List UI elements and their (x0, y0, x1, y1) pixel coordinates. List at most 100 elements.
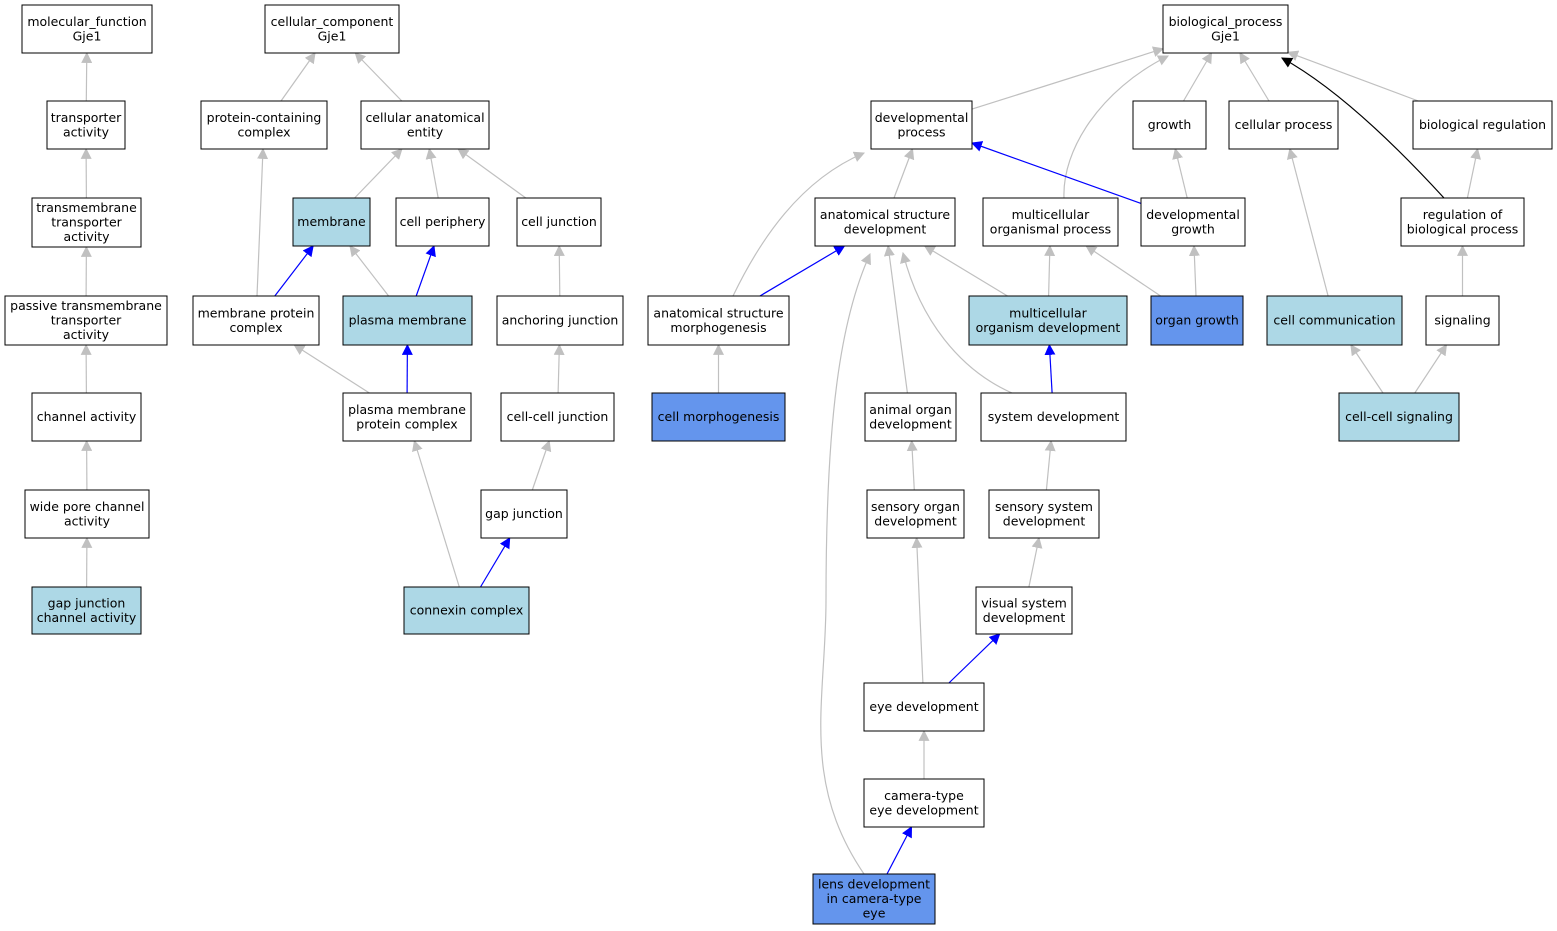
edge-anchoring-to-celljunction (553, 244, 565, 297)
node-box-mcorgdev (968, 295, 1128, 346)
node-label-bp-1: Gje1 (1211, 28, 1240, 43)
node-box-passive (4, 295, 168, 346)
node-periphery: cell periphery (395, 197, 490, 247)
node-box-connexin (403, 586, 530, 635)
node-box-sensorgan (866, 489, 965, 539)
edge-animalorgan-to-asdev (883, 244, 908, 394)
node-label-gjchannel-1: channel activity (37, 610, 137, 625)
node-label-senssys-1: development (1003, 513, 1086, 528)
edge-line-senssys-to-sysdev (1044, 439, 1056, 491)
node-box-devgrowth (1140, 197, 1246, 247)
edge-cellproc-to-bp (1239, 52, 1270, 102)
node-box-cameraeye (863, 778, 985, 828)
edge-line-ccsignaling-to-cellcomm (1350, 344, 1384, 394)
edge-line-anchoring-to-celljunction (553, 244, 565, 297)
node-label-regbio-0: regulation of (1423, 207, 1503, 222)
node-label-regbio-1: biological process (1407, 221, 1519, 236)
node-label-vissys-1: development (983, 610, 1066, 625)
edge-line-eyedev-to-vissys (948, 633, 1001, 684)
node-label-cae-0: cellular anatomical (365, 110, 484, 125)
node-box-cellcomm (1266, 295, 1403, 346)
edge-line-bioreg-to-bp (1286, 50, 1419, 102)
node-label-tmtransporter-1: transporter (51, 215, 122, 230)
edge-line-connexin-to-gapjunction (479, 537, 511, 588)
edge-line-organgrowth-to-mcorgproc (1085, 245, 1161, 297)
edge-line-eyedev-to-sensorgan (911, 536, 924, 684)
node-label-lensdev-1: in camera-type (826, 891, 921, 906)
node-label-mf-1: Gje1 (73, 28, 102, 43)
edge-line-sensorgan-to-animalorgan (906, 439, 918, 491)
node-channel: channel activity (31, 392, 142, 442)
node-box-membrane (292, 197, 371, 247)
node-signaling: signaling (1425, 295, 1500, 346)
edge-plasmamem-to-periphery (415, 244, 436, 297)
edge-asmorph-to-asdev (759, 245, 846, 297)
node-label-cc-0: cellular_component (271, 14, 394, 29)
edge-line-periphery-to-cae (425, 147, 439, 199)
node-box-anchoring (496, 295, 624, 346)
node-box-channel (31, 392, 142, 442)
node-label-growth-0: growth (1148, 117, 1192, 132)
node-box-plasmamem (342, 295, 473, 346)
edge-lensdev-to-asdev (820, 252, 871, 875)
edge-senssys-to-sysdev (1044, 439, 1056, 491)
node-celljunction: cell junction (516, 197, 602, 247)
node-box-bp (1162, 4, 1289, 54)
node-box-cc (264, 4, 400, 54)
node-label-devproc-0: developmental (875, 110, 969, 125)
edge-plasmamem-to-membrane (349, 245, 390, 297)
edge-line-sysdev-to-mcorgdev (1044, 343, 1056, 394)
node-box-lensdev (812, 873, 936, 925)
edge-line-regbio-to-bioreg (1466, 147, 1481, 199)
edge-devgrowth-to-growth (1172, 147, 1188, 199)
node-box-animalorgan (864, 392, 957, 442)
edge-line-memprotcomplex-to-protcomplex (256, 147, 269, 297)
node-label-mf-0: molecular_function (27, 14, 146, 29)
edge-line-gapjunction-to-cellcelljunction (531, 439, 552, 491)
node-label-channel-0: channel activity (37, 409, 137, 424)
node-box-asmorph (647, 295, 790, 346)
edge-sysdev-to-asdev (900, 251, 1013, 394)
edge-line-regbio-to-bp (1281, 57, 1445, 199)
edge-connexin-to-gapjunction (479, 537, 511, 588)
node-box-regbio (1400, 197, 1525, 247)
edge-cellcelljunction-to-anchoring (553, 343, 565, 394)
node-box-asdev (814, 197, 956, 247)
node-bioreg: biological regulation (1412, 100, 1553, 150)
node-label-protcomplex-0: protein-containing (207, 110, 322, 125)
edge-line-devgrowth-to-growth (1172, 147, 1188, 199)
node-label-gjchannel-0: gap junction (48, 595, 126, 610)
edge-line-sysdev-to-asdev (900, 251, 1013, 394)
node-eyedev: eye development (863, 682, 985, 732)
edge-ccsignaling-to-signaling (1414, 344, 1448, 394)
edge-regbio-to-bioreg (1466, 147, 1481, 199)
node-cellproc: cellular process (1228, 100, 1339, 150)
node-label-mcorgproc-1: organismal process (990, 221, 1111, 236)
node-label-cae-1: entity (407, 124, 444, 139)
node-label-plasmamem-0: plasma membrane (349, 313, 467, 328)
edge-line-mcorgdev-to-asdev (923, 245, 1008, 297)
edge-asmorph-to-devproc (732, 151, 866, 297)
node-box-organgrowth (1150, 295, 1244, 346)
edge-memprotcomplex-to-protcomplex (256, 147, 269, 297)
node-label-celljunction-0: cell junction (521, 214, 597, 229)
edge-line-devproc-to-bp (971, 46, 1165, 110)
node-label-periphery-0: cell periphery (400, 214, 486, 229)
edge-line-cae-to-cc (354, 52, 403, 102)
edge-line-membrane-to-cae (354, 148, 403, 199)
node-cellmorph: cell morphogenesis (651, 392, 786, 442)
node-box-widepore (24, 489, 150, 539)
node-label-mcorgdev-0: multicellular (1009, 305, 1088, 320)
node-label-mcorgdev-1: organism development (976, 320, 1121, 335)
edge-growth-to-bp (1182, 52, 1213, 102)
edge-cae-to-cc (354, 52, 403, 102)
edge-devgrowth-to-devproc (970, 141, 1142, 204)
node-label-mcorgproc-0: multicellular (1012, 207, 1091, 222)
